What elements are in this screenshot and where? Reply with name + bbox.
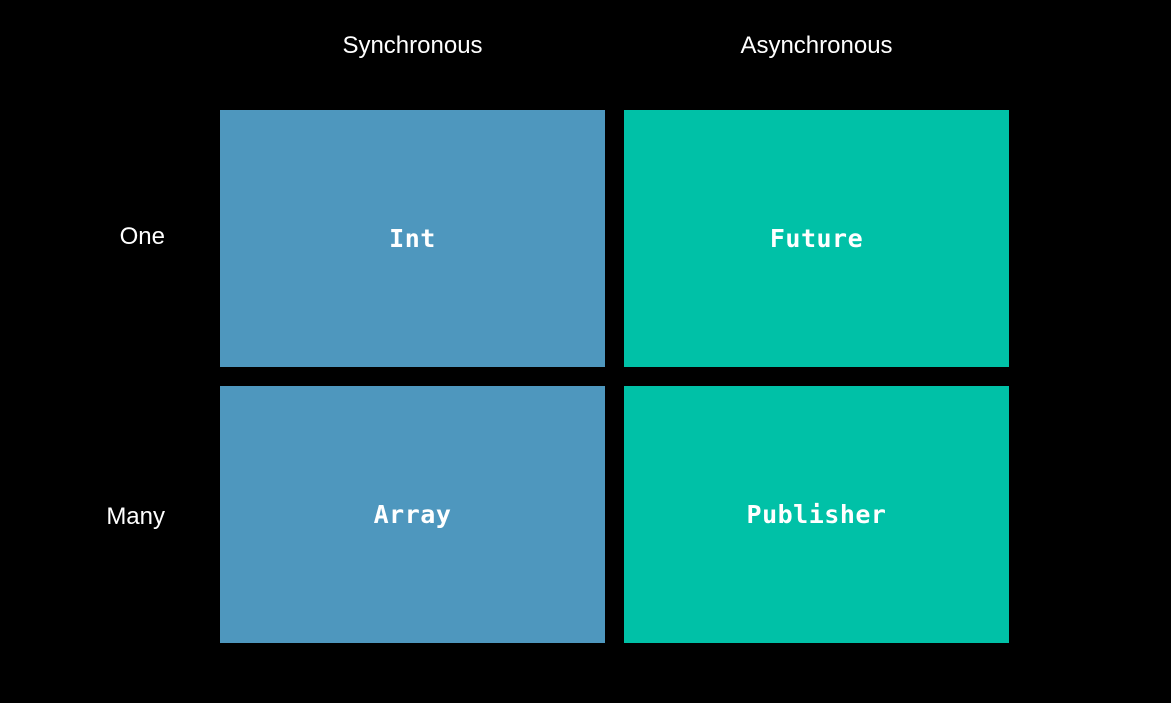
row-header-one: One [119,223,165,250]
row-header-many: Many [106,503,165,530]
column-header-synchronous: Synchronous [342,32,483,59]
cell-label-int: Int [389,224,436,253]
cell-many-asynchronous: Publisher [624,386,1009,643]
cell-label-publisher: Publisher [746,500,887,529]
cell-many-synchronous: Array [220,386,605,643]
column-header-asynchronous: Asynchronous [740,32,893,59]
cell-label-future: Future [769,224,864,253]
cell-label-array: Array [373,500,452,529]
cell-one-synchronous: Int [220,110,605,367]
cell-one-asynchronous: Future [624,110,1009,367]
